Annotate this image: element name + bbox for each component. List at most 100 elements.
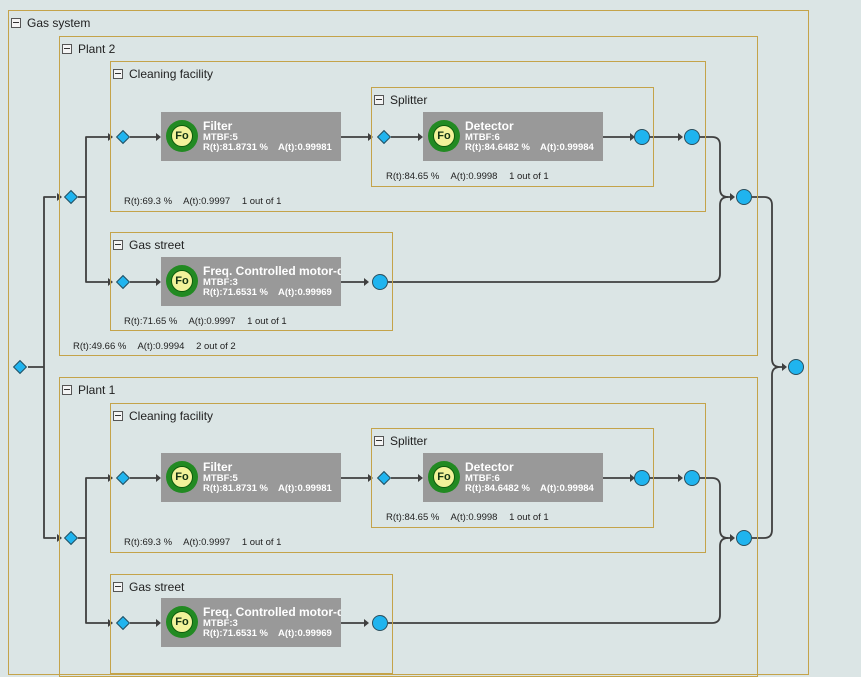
component-stats: R(t):81.8731 % A(t):0.99981 <box>203 142 341 153</box>
component-name: Freq. Controlled motor-drive <box>203 264 341 278</box>
gas-street-output-node[interactable] <box>372 615 388 631</box>
k-out-of-n-value: 1 out of 1 <box>509 171 549 182</box>
reliability-value: R(t):84.6482 % <box>465 142 530 153</box>
component-name: Filter <box>203 460 233 474</box>
failure-mode-icon: Fo <box>428 120 460 152</box>
plant-2-group: Plant 2 R(t):49.66 % A(t):0.9994 2 out o… <box>59 36 758 356</box>
failure-mode-icon: Fo <box>166 606 198 638</box>
reliability-value: R(t):71.65 % <box>124 316 178 327</box>
component-name: Filter <box>203 119 233 133</box>
cleaning-facility-group: Cleaning facility R(t):69.3 % A(t):0.999… <box>110 403 706 553</box>
availability-value: A(t):0.9997 <box>188 316 236 327</box>
collapse-toggle-icon[interactable] <box>374 95 384 105</box>
collapse-toggle-icon[interactable] <box>62 44 72 54</box>
component-mtbf: MTBF:3 <box>203 277 238 288</box>
group-title: Cleaning facility <box>129 409 214 423</box>
collapse-toggle-icon[interactable] <box>62 385 72 395</box>
group-title: Plant 2 <box>78 42 116 56</box>
splitter-output-node[interactable] <box>634 470 650 486</box>
collapse-toggle-icon[interactable] <box>113 411 123 421</box>
group-title: Plant 1 <box>78 383 116 397</box>
failure-mode-icon: Fo <box>428 461 460 493</box>
cleaning-output-node[interactable] <box>684 470 700 486</box>
reliability-value: R(t):84.65 % <box>386 171 440 182</box>
reliability-value: R(t):81.8731 % <box>203 483 268 494</box>
gas-street-output-node[interactable] <box>372 274 388 290</box>
group-stats: R(t):69.3 % A(t):0.9997 1 out of 1 <box>124 196 290 207</box>
motor-drive-component[interactable]: Fo Freq. Controlled motor-drive MTBF:3 R… <box>161 598 341 647</box>
group-stats: R(t):84.65 % A(t):0.9998 1 out of 1 <box>386 512 558 523</box>
component-stats: R(t):71.6531 % A(t):0.99969 <box>203 287 341 298</box>
availability-value: A(t):0.99969 <box>277 287 332 298</box>
component-mtbf: MTBF:6 <box>465 132 500 143</box>
group-title: Gas street <box>129 580 185 594</box>
component-name: Detector <box>465 119 514 133</box>
splitter-group: Splitter R(t):84.65 % A(t):0.9998 1 out … <box>371 87 654 187</box>
component-name: Freq. Controlled motor-drive <box>203 605 341 619</box>
availability-value: A(t):0.9997 <box>183 537 231 548</box>
failure-mode-icon: Fo <box>166 120 198 152</box>
component-stats: R(t):84.6482 % A(t):0.99984 <box>465 483 603 494</box>
connection-wires <box>28 133 787 627</box>
availability-value: A(t):0.9998 <box>450 171 498 182</box>
group-title: Splitter <box>390 93 428 107</box>
component-mtbf: MTBF:5 <box>203 473 238 484</box>
reliability-value: R(t):84.65 % <box>386 512 440 523</box>
availability-value: A(t):0.99981 <box>277 483 332 494</box>
availability-value: A(t):0.9998 <box>450 512 498 523</box>
reliability-value: R(t):49.66 % <box>73 341 127 352</box>
failure-mode-icon: Fo <box>166 265 198 297</box>
component-stats: R(t):71.6531 % A(t):0.99969 <box>203 628 341 639</box>
collapse-toggle-icon[interactable] <box>11 18 21 28</box>
reliability-value: R(t):69.3 % <box>124 196 173 207</box>
splitter-output-node[interactable] <box>634 129 650 145</box>
plant-1-output-node[interactable] <box>736 530 752 546</box>
cleaning-facility-group: Cleaning facility R(t):69.3 % A(t):0.999… <box>110 61 706 212</box>
group-stats: R(t):49.66 % A(t):0.9994 2 out of 2 <box>73 341 245 352</box>
detector-component[interactable]: Fo Detector MTBF:6 R(t):84.6482 % A(t):0.… <box>423 112 603 161</box>
reliability-value: R(t):71.6531 % <box>203 628 268 639</box>
k-out-of-n-value: 1 out of 1 <box>509 512 549 523</box>
availability-value: A(t):0.99984 <box>539 142 594 153</box>
k-out-of-n-value: 2 out of 2 <box>196 341 236 352</box>
group-stats: R(t):84.65 % A(t):0.9998 1 out of 1 <box>386 171 558 182</box>
filter-component[interactable]: Fo Filter MTBF:5 R(t):81.8731 % A(t):0.99… <box>161 453 341 502</box>
reliability-value: R(t):84.6482 % <box>465 483 530 494</box>
failure-mode-icon: Fo <box>166 461 198 493</box>
splitter-group: Splitter R(t):84.65 % A(t):0.9998 1 out … <box>371 428 654 528</box>
motor-drive-component[interactable]: Fo Freq. Controlled motor-drive MTBF:3 R… <box>161 257 341 306</box>
component-mtbf: MTBF:6 <box>465 473 500 484</box>
group-stats: R(t):71.65 % A(t):0.9997 1 out of 1 <box>124 316 296 327</box>
reliability-value: R(t):69.3 % <box>124 537 173 548</box>
cleaning-output-node[interactable] <box>684 129 700 145</box>
collapse-toggle-icon[interactable] <box>374 436 384 446</box>
component-name: Detector <box>465 460 514 474</box>
group-title: Splitter <box>390 434 428 448</box>
k-out-of-n-value: 1 out of 1 <box>241 196 282 207</box>
availability-value: A(t):0.9994 <box>137 341 185 352</box>
group-title: Cleaning facility <box>129 67 214 81</box>
plant-2-output-node[interactable] <box>736 189 752 205</box>
availability-value: A(t):0.99981 <box>277 142 332 153</box>
availability-value: A(t):0.99969 <box>277 628 332 639</box>
availability-value: A(t):0.9997 <box>183 196 231 207</box>
collapse-toggle-icon[interactable] <box>113 69 123 79</box>
group-title: Gas system <box>27 16 91 30</box>
component-mtbf: MTBF:3 <box>203 618 238 629</box>
detector-component[interactable]: Fo Detector MTBF:6 R(t):84.6482 % A(t):0.… <box>423 453 603 502</box>
group-stats: R(t):69.3 % A(t):0.9997 1 out of 1 <box>124 537 290 548</box>
component-mtbf: MTBF:5 <box>203 132 238 143</box>
component-stats: R(t):81.8731 % A(t):0.99981 <box>203 483 341 494</box>
group-title: Gas street <box>129 238 185 252</box>
k-out-of-n-value: 1 out of 1 <box>247 316 287 327</box>
k-out-of-n-value: 1 out of 1 <box>241 537 282 548</box>
gas-street-group: Gas street R(t):71.65 % A(t):0.9997 1 ou… <box>110 232 393 331</box>
collapse-toggle-icon[interactable] <box>113 240 123 250</box>
filter-component[interactable]: Fo Filter MTBF:5 R(t):81.8731 % A(t):0.99… <box>161 112 341 161</box>
component-stats: R(t):84.6482 % A(t):0.99984 <box>465 142 603 153</box>
reliability-value: R(t):71.6531 % <box>203 287 268 298</box>
system-output-node[interactable] <box>788 359 804 375</box>
availability-value: A(t):0.99984 <box>539 483 594 494</box>
collapse-toggle-icon[interactable] <box>113 582 123 592</box>
reliability-value: R(t):81.8731 % <box>203 142 268 153</box>
